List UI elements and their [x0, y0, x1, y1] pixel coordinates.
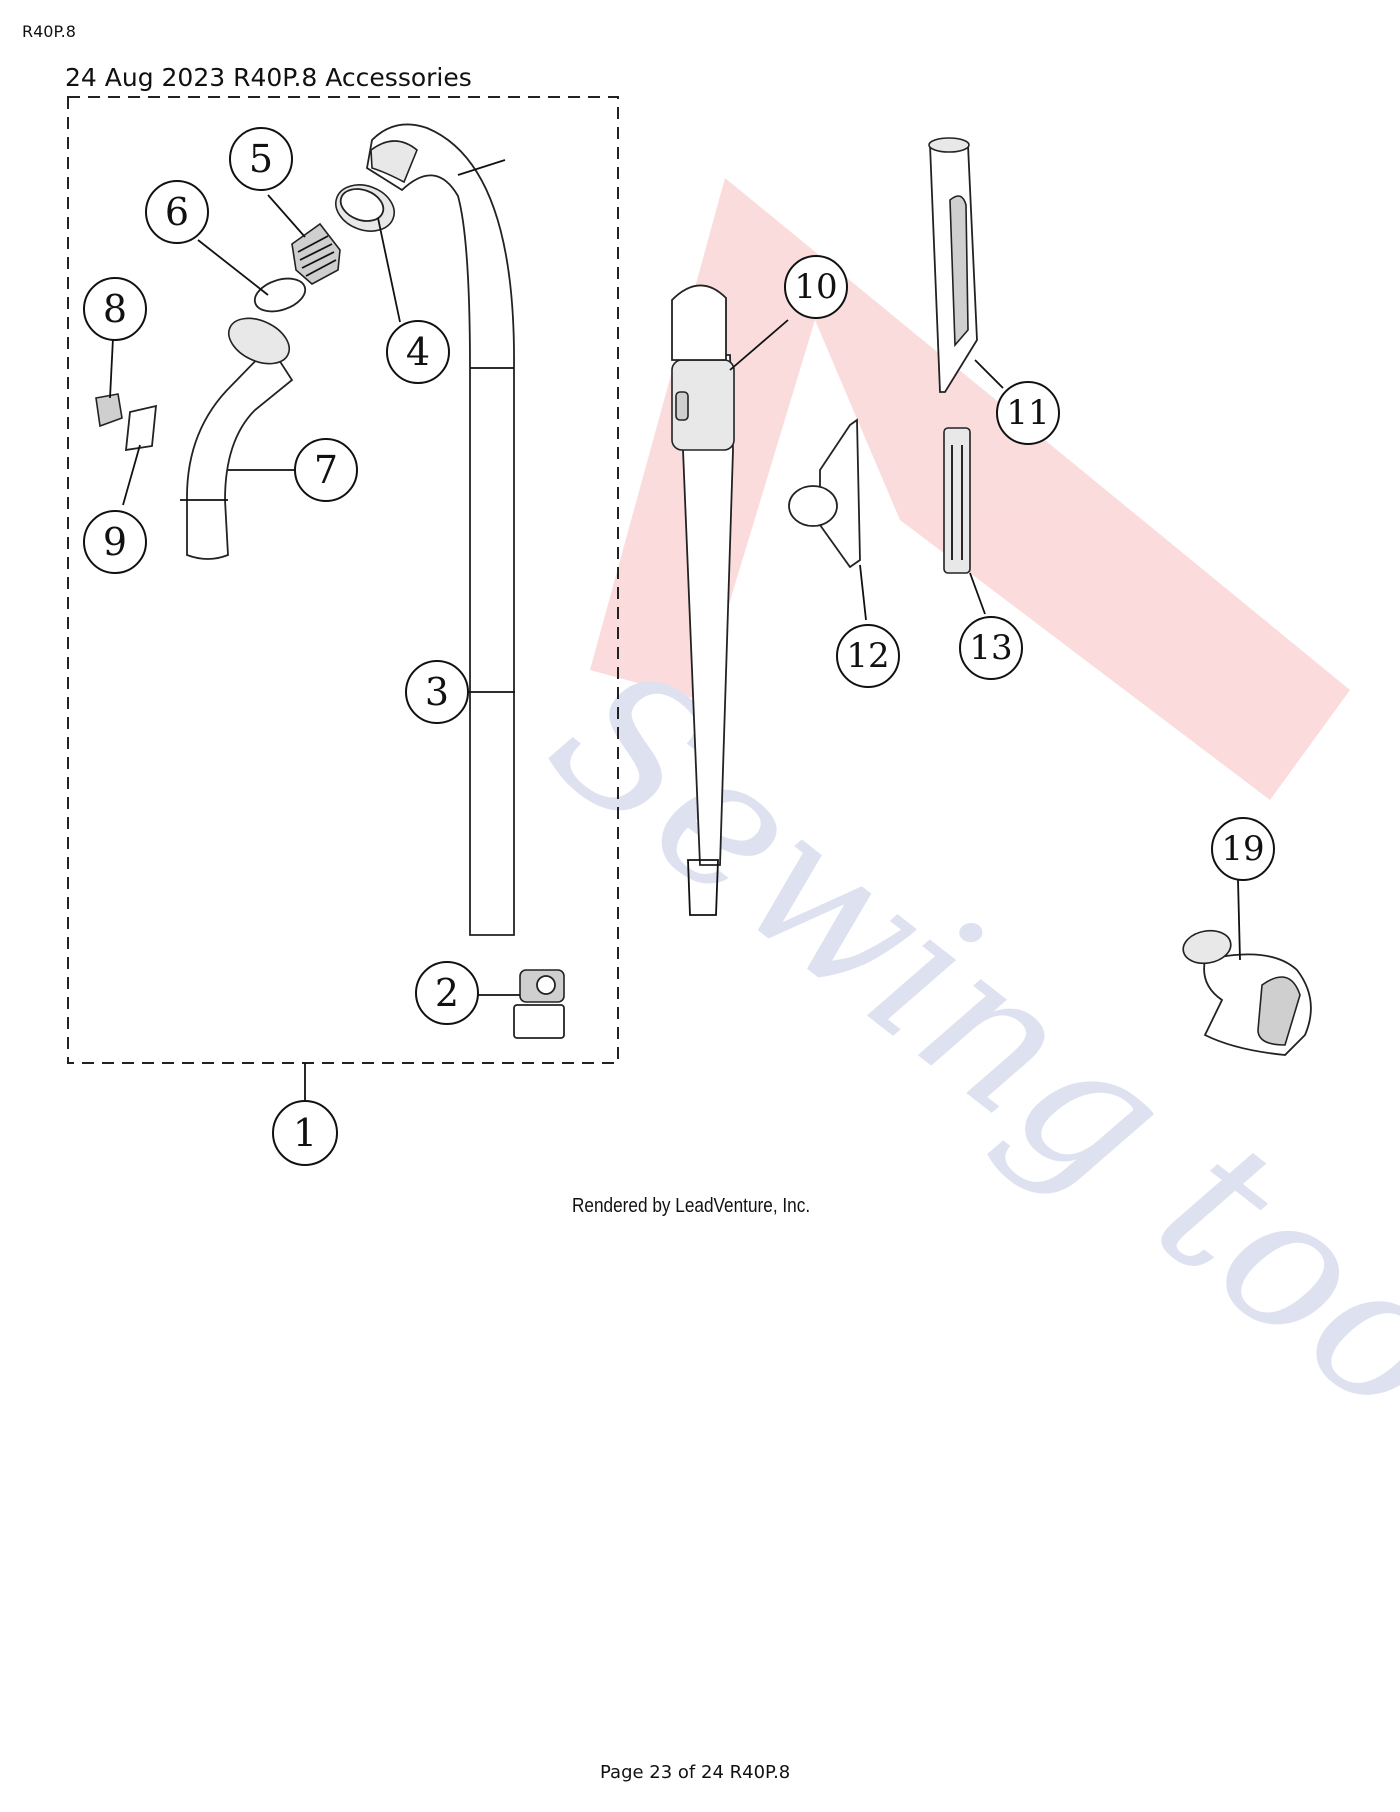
callout-6: 6: [145, 180, 209, 244]
callout-13: 13: [959, 616, 1023, 680]
part-6-o-ring: [253, 277, 307, 313]
part-12-nozzle: [788, 418, 861, 569]
part-3-seam: [457, 159, 506, 176]
callout-2: 2: [415, 961, 479, 1025]
callout-5: 5: [229, 127, 293, 191]
part-3-handle-opening: [370, 140, 418, 184]
svg-text:4: 4: [406, 330, 430, 374]
part-10-telescopic-wand: [671, 284, 735, 916]
leader-13: [969, 572, 986, 615]
part-3-outline: [366, 123, 515, 936]
svg-text:13: 13: [969, 628, 1012, 668]
render-credit: Rendered by LeadVenture, Inc.: [572, 1195, 811, 1217]
callout-19: 19: [1211, 817, 1275, 881]
part-3-hose-wand: [366, 123, 515, 936]
header-model-label: R40P.8: [22, 22, 76, 41]
part-13-brush-strip: [943, 427, 971, 574]
leader-12: [859, 564, 867, 621]
part-8-clip: [95, 393, 123, 428]
part-7-elbow-handle: [180, 317, 294, 560]
svg-text:5: 5: [249, 137, 273, 181]
callout-7: 7: [294, 438, 358, 502]
leader-8: [109, 337, 114, 399]
part-5-threaded-nut: [291, 222, 341, 285]
svg-text:9: 9: [103, 520, 127, 564]
part-4-collar-ring: [335, 184, 395, 232]
leader-lines: [109, 194, 1241, 1100]
page-footer: Page 23 of 24 R40P.8: [600, 1762, 791, 1783]
leader-5: [267, 194, 306, 238]
callout-8: 8: [83, 277, 147, 341]
svg-text:8: 8: [103, 287, 127, 331]
svg-text:19: 19: [1221, 829, 1264, 869]
callout-1: 1: [272, 1100, 338, 1166]
callout-12: 12: [836, 624, 900, 688]
part-19-dusting-brush: [1182, 929, 1312, 1056]
part-11-crevice-tool: [928, 137, 978, 393]
svg-text:2: 2: [435, 971, 459, 1015]
svg-text:12: 12: [846, 636, 889, 676]
callout-11: 11: [996, 381, 1060, 445]
leader-9: [122, 444, 141, 506]
leader-11: [974, 359, 1004, 389]
hose-assembly-boundary: [67, 96, 619, 1064]
callout-3: 3: [405, 660, 469, 724]
svg-text:6: 6: [165, 190, 189, 234]
leader-10: [729, 319, 789, 371]
svg-text:3: 3: [425, 670, 449, 714]
page-title: 24 Aug 2023 R40P.8 Accessories: [65, 63, 472, 92]
part-2-cuff-adaptor: [513, 969, 565, 1039]
callout-9: 9: [83, 510, 147, 574]
svg-text:11: 11: [1006, 393, 1049, 433]
callout-10: 10: [784, 255, 848, 319]
part-9-clip: [124, 404, 158, 452]
callout-4: 4: [386, 320, 450, 384]
leader-4: [377, 217, 401, 323]
svg-text:10: 10: [794, 267, 837, 307]
leader-6: [197, 239, 269, 296]
svg-text:7: 7: [314, 448, 338, 492]
svg-text:1: 1: [293, 1111, 317, 1155]
leader-19: [1237, 879, 1241, 961]
